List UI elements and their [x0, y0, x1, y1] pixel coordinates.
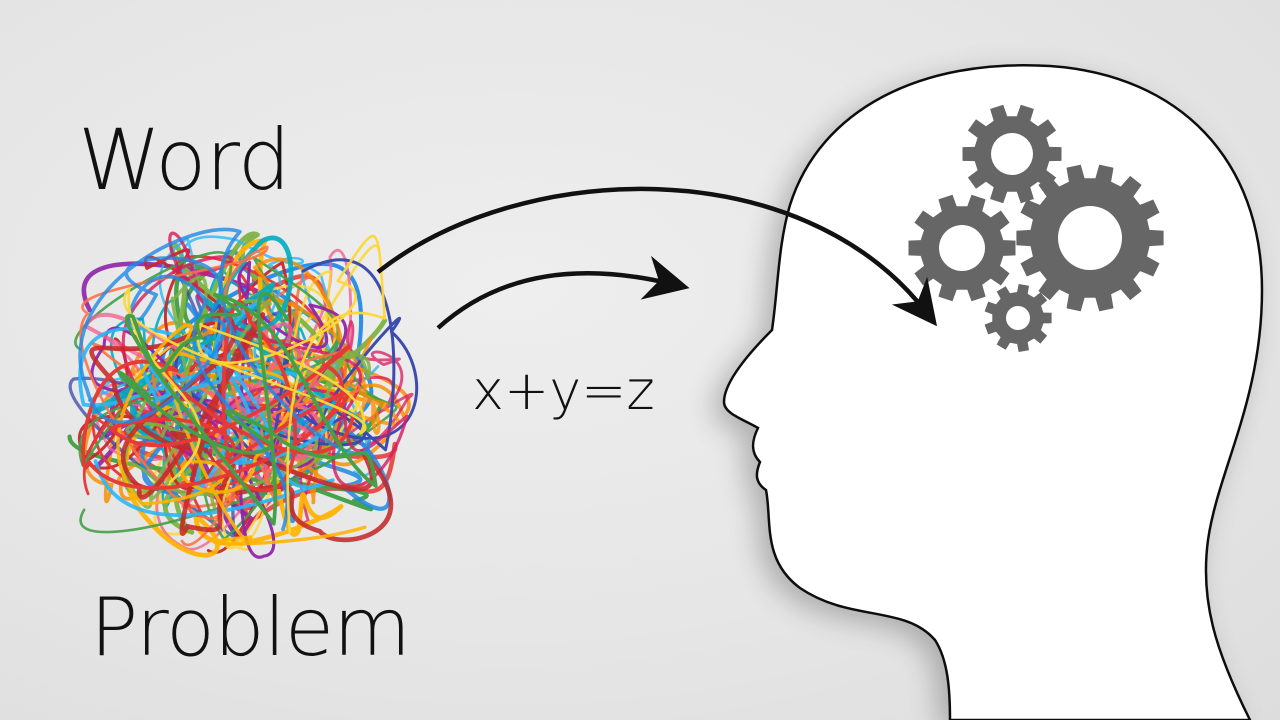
scribble-strand [78, 227, 371, 531]
arrow-to-equation [436, 255, 690, 330]
gear-medium-icon [908, 194, 1016, 302]
scribble-strand [121, 231, 409, 488]
gear-small-bottom-icon [984, 284, 1052, 352]
gear-small-top-icon [962, 104, 1062, 204]
gear-shape [908, 194, 1016, 302]
arrow-to-brain [376, 186, 938, 327]
gear-shape [1016, 164, 1164, 312]
gear-shape [962, 104, 1062, 204]
scribble-strand [117, 291, 378, 526]
equation-label: x+y=z [472, 359, 655, 422]
problem-label: Problem [90, 581, 411, 674]
scribble-strand [123, 238, 344, 558]
gear-shape [984, 284, 1052, 352]
scribble-strand [123, 234, 386, 534]
scribble-strand [81, 300, 355, 493]
word-label: Word [78, 111, 291, 209]
gear-large-icon [1016, 164, 1164, 312]
scribble-strand [116, 323, 367, 546]
scribble-strand [142, 257, 400, 489]
